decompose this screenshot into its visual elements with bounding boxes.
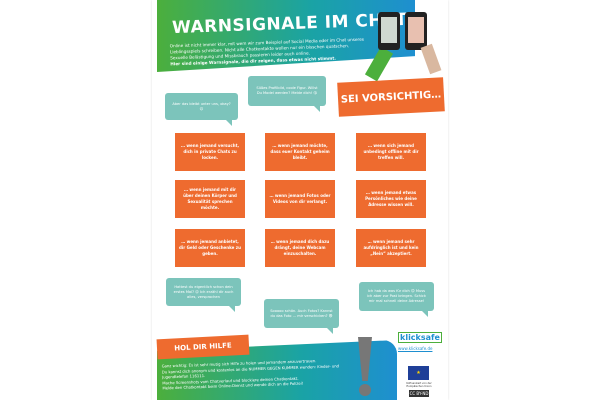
- chat-bubble: Ich hab da was für dich 😊 Muss ich aber …: [359, 282, 434, 317]
- logo-text: klicksafe: [398, 332, 442, 343]
- chat-bubble: Aber das bleibt unter uns, okay? 😉: [165, 93, 238, 126]
- website-link[interactable]: www.klicksafe.de: [398, 346, 433, 351]
- warning-card: … wenn jemand mit dir über deinen Körper…: [175, 180, 245, 218]
- chat-bubble: Süßes Profilbild, coole Figur. Willst Du…: [248, 76, 326, 112]
- warning-card: … wenn jemand möchte, dass euer Kontakt …: [265, 133, 335, 171]
- phone-warning-icon: [405, 12, 427, 50]
- warning-card: … wenn jemand anbietet, dir Geld oder Ge…: [175, 229, 245, 267]
- klicksafe-logo: klicksafe: [398, 332, 442, 343]
- warning-heading: SEI VORSICHTIG…: [337, 77, 445, 117]
- cc-license-badge: CC BY-ND: [409, 390, 429, 397]
- warning-card: … wenn jemand versucht, dich in private …: [175, 133, 245, 171]
- warning-card: … wenn jemand etwas Persönliches wie dei…: [356, 180, 426, 218]
- warning-card: … wenn jemand dich dazu drängt, deine We…: [265, 229, 335, 267]
- warning-card: … wenn sich jemand unbedingt offline mit…: [356, 133, 426, 171]
- chat-bubble: Hattest du eigentlich schon dein erstes …: [166, 278, 241, 312]
- warning-card: … wenn jemand sehr aufdringlich ist und …: [356, 229, 426, 267]
- exclamation-dot-icon: [359, 384, 371, 396]
- eu-funding-text: Kofinanziert von der Europäischen Union: [406, 382, 432, 388]
- warning-card: … wenn jemand Fotos oder Videos von dir …: [265, 180, 335, 218]
- exclamation-icon: [358, 337, 372, 381]
- eu-flag-icon: ★: [408, 366, 429, 380]
- chat-bubble: Sooooo schön. Auch Fotos? Kannst du das …: [264, 299, 339, 334]
- phone-icon: [378, 12, 400, 50]
